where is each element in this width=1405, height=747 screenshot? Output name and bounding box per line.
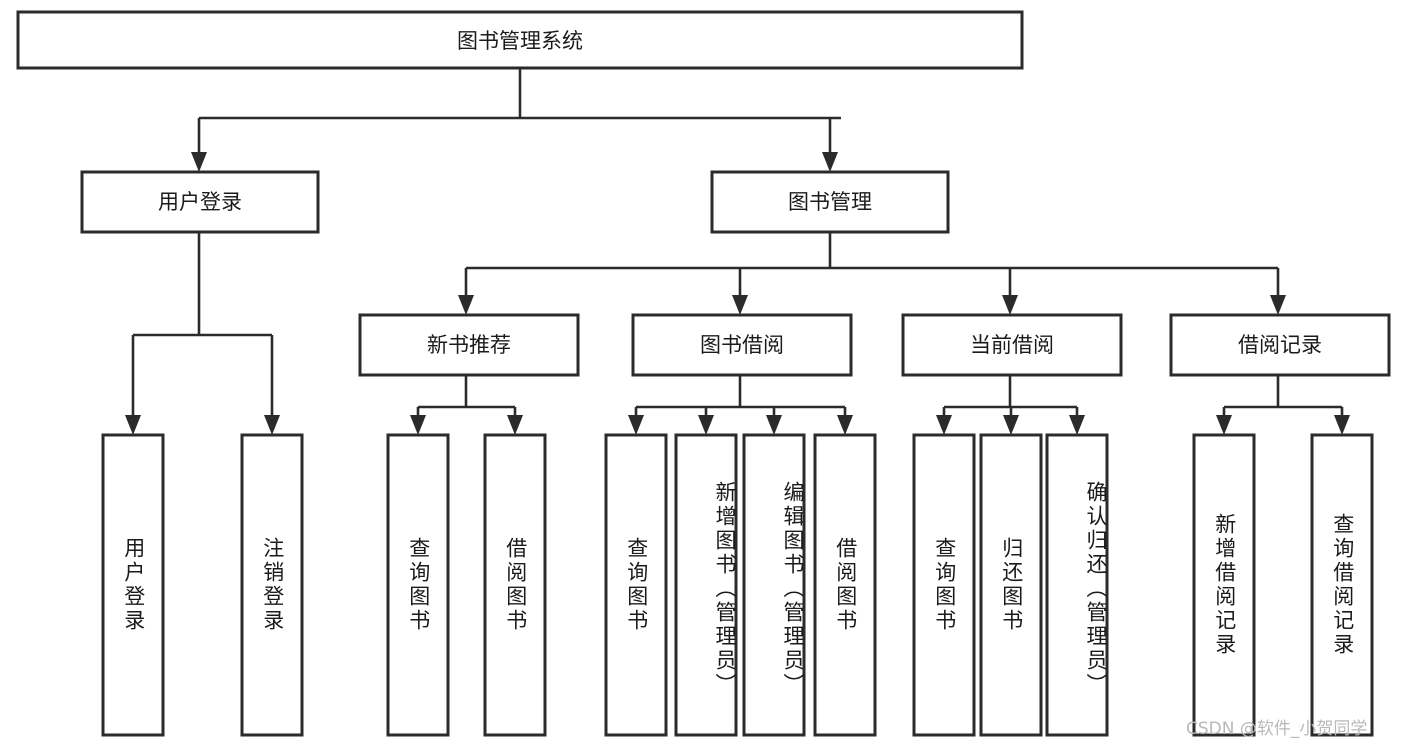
node-box-leaf-edit-book[interactable] (742, 433, 806, 737)
node-box-leaf-borrow-book-2[interactable] (813, 433, 877, 737)
node-box-leaf-query-book-1[interactable] (386, 433, 450, 737)
arrow-head-leaf-logout-login (264, 415, 280, 435)
node-box-leaf-user-login[interactable] (101, 433, 165, 737)
node-box-leaf-add-record[interactable] (1192, 433, 1256, 737)
arrow-head-user-login (191, 152, 207, 172)
node-label-leaf-borrow-book-1: 借阅图书 (503, 537, 528, 633)
node-label-book-manage: 图书管理 (788, 190, 872, 214)
node-box-current-borrow[interactable] (901, 313, 1123, 377)
arrow-head-book-borrow (732, 295, 748, 315)
node-box-new-book-recommend[interactable] (358, 313, 580, 377)
arrow-head-leaf-edit-book (766, 415, 782, 435)
node-label-leaf-add-book: 新增图书（管理员） (713, 481, 737, 697)
node-box-user-login[interactable] (80, 170, 320, 234)
node-box-leaf-query-book-2[interactable] (604, 433, 668, 737)
node-label-new-book-recommend: 新书推荐 (427, 333, 511, 357)
node-box-leaf-query-record[interactable] (1310, 433, 1374, 737)
arrow-head-leaf-query-book-2 (628, 415, 644, 435)
connector-group-current-borrow (936, 375, 1085, 435)
node-label-leaf-query-record: 查询借阅记录 (1330, 513, 1355, 657)
arrow-head-leaf-add-book (698, 415, 714, 435)
arrow-head-leaf-query-book-1 (410, 415, 426, 435)
arrow-head-leaf-add-record (1216, 415, 1232, 435)
node-label-leaf-logout-login: 注销登录 (260, 537, 285, 633)
arrow-head-borrow-record (1270, 295, 1286, 315)
node-box-leaf-confirm-return[interactable] (1045, 433, 1109, 737)
node-label-leaf-query-book-3: 查询图书 (932, 537, 957, 633)
node-box-leaf-return-book[interactable] (979, 433, 1043, 737)
arrow-head-leaf-return-book (1003, 415, 1019, 435)
node-label-current-borrow: 当前借阅 (970, 333, 1054, 357)
node-label-leaf-edit-book: 编辑图书（管理员） (781, 481, 805, 697)
arrow-head-leaf-query-book-3 (936, 415, 952, 435)
node-box-book-borrow[interactable] (631, 313, 853, 377)
node-box-borrow-record[interactable] (1169, 313, 1391, 377)
arrow-head-current-borrow (1002, 295, 1018, 315)
arrow-head-new-book-recommend (458, 295, 474, 315)
arrow-head-leaf-query-record (1334, 415, 1350, 435)
node-box-leaf-query-book-3[interactable] (912, 433, 976, 737)
node-box-root[interactable] (16, 10, 1024, 70)
node-label-leaf-user-login: 用户登录 (121, 537, 146, 633)
arrow-head-leaf-confirm-return (1069, 415, 1085, 435)
node-label-borrow-record: 借阅记录 (1238, 333, 1322, 357)
connector-group-user-login (125, 232, 280, 435)
node-label-user-login: 用户登录 (158, 190, 242, 214)
arrow-head-book-manage (822, 152, 838, 172)
arrow-head-leaf-borrow-book-2 (837, 415, 853, 435)
node-box-book-manage[interactable] (710, 170, 950, 234)
node-label-book-borrow: 图书借阅 (700, 333, 784, 357)
node-label-leaf-borrow-book-2: 借阅图书 (833, 537, 858, 633)
connector-group-borrow-record (1216, 375, 1350, 435)
node-label-leaf-add-record: 新增借阅记录 (1212, 513, 1237, 657)
node-label-leaf-return-book: 归还图书 (999, 537, 1024, 633)
connector-group-book-manage (458, 232, 1286, 315)
node-box-leaf-logout-login[interactable] (240, 433, 304, 737)
node-label-leaf-confirm-return: 确认归还（管理员） (1084, 481, 1108, 697)
arrow-head-leaf-user-login (125, 415, 141, 435)
csdn-watermark: CSDN @软件_小贺同学 (1186, 719, 1368, 739)
node-box-leaf-add-book[interactable] (674, 433, 738, 737)
node-label-leaf-query-book-1: 查询图书 (406, 537, 431, 633)
connector-group-new-book-recommend (410, 375, 523, 435)
connector-group-root (191, 68, 841, 172)
node-label-leaf-query-book-2: 查询图书 (624, 537, 649, 633)
node-label-root: 图书管理系统 (457, 29, 583, 53)
node-box-leaf-borrow-book-1[interactable] (483, 433, 547, 737)
connector-group-book-borrow (628, 375, 853, 435)
arrow-head-leaf-borrow-book-1 (507, 415, 523, 435)
